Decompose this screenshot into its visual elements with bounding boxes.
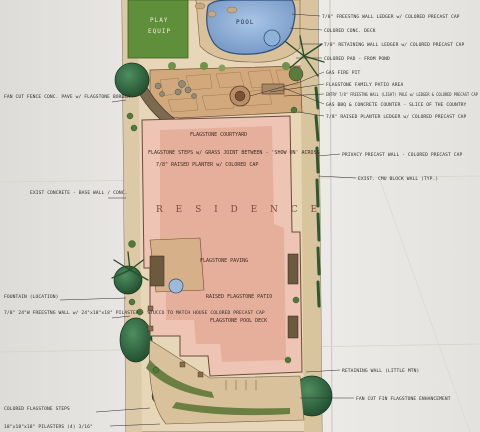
fountain [168, 278, 184, 294]
raised-planter [287, 315, 299, 339]
residence: R E S I D E N C E [141, 115, 322, 377]
tree-canopy [114, 62, 150, 98]
boulder-cluster [154, 80, 197, 99]
spa [263, 29, 281, 47]
right-hedge [314, 86, 321, 308]
note-left-2: EXIST CONCRETE - BASE WALL / CONC. [30, 190, 127, 196]
note-right-7: ENTRY 7/8" FREESTNG WALL (LIGHT) POLE w/… [326, 92, 478, 98]
raised-planter [149, 255, 165, 287]
note-right-3: 7/8" RETAINING WALL LEDGER w/ COLORED PR… [324, 42, 465, 48]
note-center-2: FLAGSTONE STEPS w/ GRASS JOINT BETWEEN -… [148, 150, 320, 156]
boulder [159, 91, 165, 97]
play-area [127, 0, 189, 59]
center-notes: FLAGSTONE COURTYARD FLAGSTONE STEPS w/ G… [148, 132, 320, 324]
stepping-stone [194, 2, 206, 10]
front-walk-paving [149, 339, 305, 425]
shrub [130, 124, 138, 132]
note-right-11: EXIST. CMU BLOCK WALL (TYP.) [358, 176, 438, 182]
note-right-1: 7/8" FREESTNG WALL LEDGER w/ COLORED PRE… [322, 14, 460, 20]
note-center-1: FLAGSTONE COURTYARD [190, 132, 247, 138]
shrub [288, 66, 304, 82]
play-label: PLAY [150, 17, 168, 24]
boulder [178, 80, 186, 88]
palm-tree [285, 35, 325, 77]
curved-planter [172, 402, 290, 416]
note-left-6: 18"x18"x18" PILASTERS (4) 3/16" [4, 424, 93, 430]
stepping-stone [207, 10, 217, 18]
note-left-1: FAN CUT FENCE CONC. PAVE w/ FLAGSTONE BO… [4, 94, 130, 100]
note-center-6: FLAGSTONE POOL DECK [210, 318, 267, 324]
bbq-counter [261, 83, 285, 95]
note-right-8: GAS BBQ & CONCRETE COUNTER - SLICE OF TH… [326, 102, 467, 108]
courtyard [149, 237, 299, 339]
note-right-9: 7/8" RAISED PLANTER LEDGER w/ COLORED PR… [326, 114, 467, 120]
boulder [174, 88, 182, 96]
pool-label: POOL [236, 19, 254, 26]
shrub [284, 356, 292, 364]
shrub [282, 62, 290, 70]
residence-label: R E S I D E N C E [156, 205, 322, 215]
fire-pit-ring [234, 90, 246, 102]
paper-fold [329, 0, 333, 432]
left-notes: FAN CUT FENCE CONC. PAVE w/ FLAGSTONE BO… [4, 94, 265, 430]
shrub [126, 112, 134, 120]
note-center-3: 7/8" RAISED PLANTER w/ COLORED CAP [156, 162, 258, 168]
note-right-6: FLAGSTONE FAMILY PATIO AREA [326, 82, 404, 88]
play-label: EQUIP [148, 28, 171, 35]
shrub [128, 298, 136, 306]
boulder [184, 86, 192, 94]
walk-steps [225, 380, 257, 390]
tree-canopy [119, 317, 153, 363]
shrub [290, 106, 298, 114]
note-left-5: COLORED FLAGSTONE STEPS [4, 406, 70, 412]
shrub [200, 62, 208, 70]
note-right-13: FAN CUT FIN FLAGSTONE ENHANCEMENT [356, 396, 451, 402]
shrub [168, 62, 176, 70]
paper-fold [379, 179, 471, 432]
shrub [128, 240, 136, 248]
backyard-shrubs [168, 62, 304, 82]
backyard: PLAY EQUIP POOL [127, 0, 304, 127]
note-right-2: COLORED CONC. DECK [324, 28, 376, 34]
palm-tree [111, 251, 149, 281]
note-right-12: RETAINING WALL (LITTLE MTN) [342, 368, 419, 374]
shrub [218, 64, 226, 72]
side-shrubs [126, 106, 300, 374]
shrub [292, 296, 300, 304]
boulder [154, 82, 162, 90]
stepping-stones [194, 2, 238, 18]
note-left-4: 7/8" 24"W FREESTNG WALL w/ 24"x18"x18" P… [4, 310, 265, 316]
shrub [136, 308, 144, 316]
raised-planter [287, 253, 299, 285]
boulder [191, 93, 197, 99]
note-left-3: FOUNTAIN (LOCATION) [4, 294, 58, 300]
stepping-stone [226, 6, 238, 14]
shrub [152, 366, 160, 374]
residence-inner-wing [160, 126, 286, 362]
front-walk [146, 305, 305, 425]
note-center-5: RAISED FLAGSTONE PATIO [206, 294, 272, 300]
note-center-4: FLAGSTONE PAVING [200, 258, 248, 264]
walk-pilasters [147, 305, 204, 378]
note-right-10: PRIVACY PRECAST WALL - COLORED PRECAST C… [342, 152, 462, 158]
note-right-4: COLORED PAD - FROM POND [324, 56, 390, 62]
right-notes: 7/8" FREESTNG WALL LEDGER w/ COLORED PRE… [249, 13, 478, 402]
note-right-5: GAS FIRE PIT [326, 70, 361, 76]
curved-planter [146, 360, 214, 398]
